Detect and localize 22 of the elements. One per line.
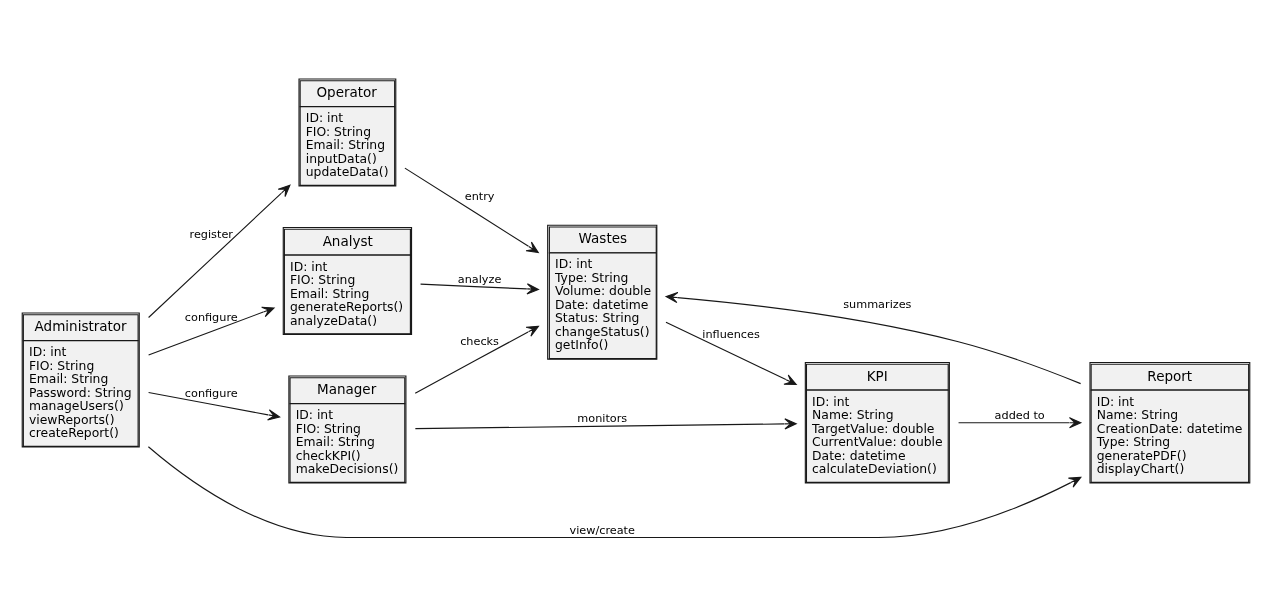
arrow	[148, 184, 291, 319]
edge-label: analyze	[457, 273, 502, 287]
edge-label: view/create	[569, 524, 635, 538]
edge-label: configure	[184, 386, 238, 400]
arrow	[414, 418, 797, 430]
edge-label: monitors	[577, 411, 628, 425]
arrow	[148, 306, 275, 356]
arrow	[148, 391, 281, 421]
edge-label: added to	[994, 409, 1045, 423]
edge-label: entry	[464, 189, 495, 203]
edge-label: configure	[184, 311, 238, 325]
edge-label: checks	[460, 335, 500, 349]
arrow	[420, 283, 539, 295]
edge-label: influences	[702, 328, 760, 342]
arrow	[665, 291, 1082, 385]
arrow	[147, 446, 1082, 539]
edge-label: summarizes	[843, 297, 912, 311]
arrow	[404, 167, 539, 254]
arrow	[414, 325, 539, 394]
arrow	[958, 417, 1082, 429]
arrow	[665, 321, 797, 386]
edge-label: register	[189, 228, 233, 242]
